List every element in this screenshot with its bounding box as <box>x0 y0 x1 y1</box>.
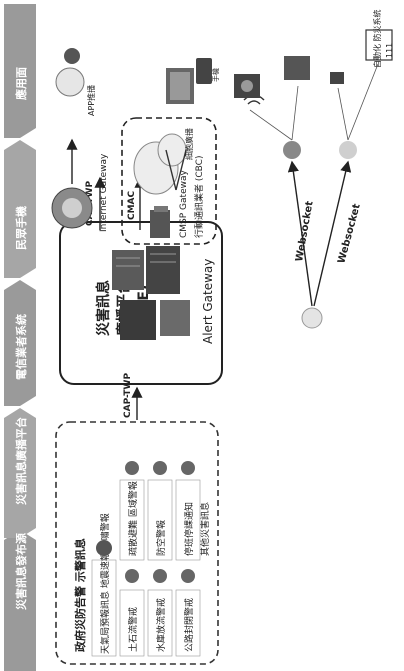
school-icon <box>181 461 195 475</box>
websocket-label-2: Websocket <box>336 202 363 264</box>
cmsp-gateway-icon <box>150 206 170 238</box>
reservoir-icon <box>153 569 167 583</box>
stage-label-4: 民眾手機 <box>14 206 28 250</box>
phone-icon <box>196 58 212 84</box>
svg-text:天氣局預報訊息 地震速報 海嘯警報: 天氣局預報訊息 地震速報 海嘯警報 <box>99 513 111 654</box>
router-icon-1 <box>283 141 301 159</box>
svg-text:停班停課通知: 停班停課通知 <box>183 502 195 556</box>
svg-text:土石流警戒: 土石流警戒 <box>127 607 139 652</box>
windows-icon <box>64 48 80 64</box>
app-push-label: APP推播 <box>86 85 96 116</box>
cbc-label: 行動通訊業者 (CBC) <box>193 156 205 238</box>
device-box-label: 111 <box>385 43 394 58</box>
automation-label: 自動化 防災系統 <box>372 9 382 68</box>
svg-text:公路封閉警戒: 公路封閉警戒 <box>183 598 195 652</box>
stage-label-2: 災害訊息廣播平台 <box>14 417 28 506</box>
stage-label-1: 災害訊息發布源 <box>14 533 28 611</box>
platform-title-1: 災害訊息 <box>95 280 112 336</box>
cmac-label: CMAC <box>127 190 137 220</box>
websocket-label-1: Websocket <box>294 200 316 263</box>
cbc-panel: CMSP Gateway 行動通訊業者 (CBC) 細胞廣播 <box>122 118 216 244</box>
svg-text:疏散避難 區域警報: 疏散避難 區域警報 <box>127 481 139 556</box>
stage-banner: 災害訊息發布源 災害訊息廣播平台 電信業者系統 民眾手機 應用面 <box>4 4 36 671</box>
cmsp-gateway-label: CMSP Gateway <box>179 170 189 238</box>
cam-icon <box>330 72 344 84</box>
alert-gateway-label: Alert Gateway <box>201 259 215 344</box>
svg-text:水庫放流警戒: 水庫放流警戒 <box>155 598 167 652</box>
cap-twp-label-1: CAP-TWP <box>123 373 133 418</box>
source-item-2: 土石流警戒 <box>120 569 144 656</box>
airraid-icon <box>153 461 167 475</box>
landslide-icon <box>125 569 139 583</box>
source-item-3: 水庫放流警戒 <box>148 569 172 656</box>
cell-broadcast-label: 細胞廣播 <box>184 128 194 160</box>
arrow-cap-twp-1: CAP-TWP <box>123 373 137 420</box>
road-icon <box>181 569 195 583</box>
source-item-1: 天氣局預報訊息 地震速報 海嘯警報 <box>92 513 116 656</box>
source-burst-icon <box>302 308 322 328</box>
stage-label-3: 電信業者系統 <box>14 314 28 380</box>
evacuation-icon <box>125 461 139 475</box>
source-item-5: 疏散避難 區域警報 <box>120 461 144 560</box>
source-item-7: 停班停課通知 <box>176 461 200 560</box>
weather-icon <box>96 540 112 556</box>
cloud-app-icon <box>56 68 84 96</box>
stage-label-5: 應用面 <box>14 67 28 100</box>
internet-gateway-label: Internet Gateway <box>99 153 109 232</box>
phone-label: 手機 <box>211 68 220 82</box>
devices: 手機 自動化 防災系統 111 <box>166 9 394 104</box>
router-icon-2 <box>339 141 357 159</box>
websocket-links: Websocket Websocket <box>250 64 378 306</box>
source-item-4: 公路封閉警戒 <box>176 569 200 656</box>
monitor-icon <box>284 56 310 80</box>
sources-title: 政府災防告警 示警訊息 <box>73 538 87 652</box>
internet-gateway: Internet Gateway <box>52 153 109 232</box>
source-item-6: 防空警報 <box>148 461 172 560</box>
svg-text:其他災害訊息: 其他災害訊息 <box>199 502 211 556</box>
cbe-platform-box: 災害訊息 廣播平台 (CBE) Alert Gateway <box>60 222 222 384</box>
app-push: APP推播 <box>56 48 96 116</box>
alert-sources-panel: 政府災防告警 示警訊息 天氣局預報訊息 地震速報 海嘯警報 土石流警戒 水庫放流… <box>56 422 218 664</box>
svg-text:防空警報: 防空警報 <box>155 520 167 556</box>
